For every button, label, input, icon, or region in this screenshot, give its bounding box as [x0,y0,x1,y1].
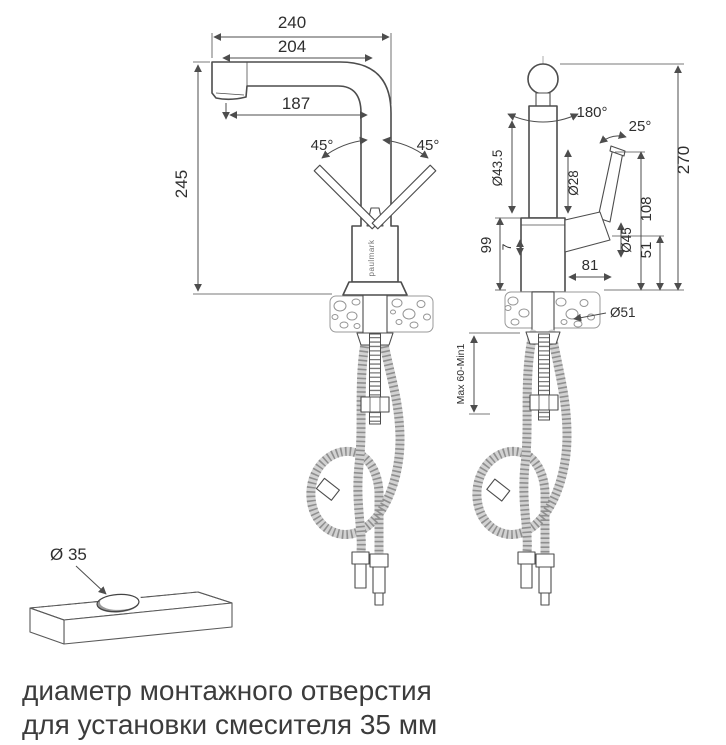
swivel-arc [507,113,579,123]
hole-detail-drawing: Ø 35 [29,545,233,645]
dia-51-label: Ø51 [610,305,636,320]
faucet-body-outline [211,61,399,283]
dia-35-label: Ø 35 [50,545,87,564]
caption-line-2: для установки смесителя 35 мм [22,709,438,740]
dim-240-label: 240 [278,13,306,32]
dim-245-label: 245 [172,170,191,198]
handle-lever-front [597,147,624,223]
handle-lever-cap [609,145,626,157]
hose-fitting-nut-right [535,553,555,568]
hose-fitting-nut-right-2 [517,551,536,565]
dim-270-label: 270 [674,146,693,174]
mixer-body-front [520,217,566,293]
hoses-left [306,328,405,606]
left-view-drawing: 240 204 245 187 45° [172,13,440,606]
dia-45-label: Ø45 [619,227,634,253]
angle-45-left-label: 45° [311,137,334,154]
dim-99-label: 99 [478,237,495,254]
hole-leader-line [75,565,107,595]
hose-side-fitting-left [315,477,340,501]
dim-81-label: 81 [582,257,599,274]
spout-column [528,105,558,219]
hose-fitting-nut-left [369,553,389,568]
dim-51-label: 51 [638,242,655,259]
angle-45-right-label: 45° [417,137,440,154]
mounting-hole [96,592,142,613]
mounting-nut-right [529,394,559,411]
spout-ball-top [527,63,559,95]
handle-boss [564,211,611,253]
base-flange-left [342,281,408,296]
faucet-technical-drawing: 240 204 245 187 45° [29,13,693,645]
hose-fitting-nut-left-2 [351,551,370,565]
mounting-nut-left [360,396,390,413]
caption-line-1: диаметр монтажного отверстия [22,675,432,706]
aerator-line [215,92,245,96]
right-view-drawing: 180° 25° Ø43.5 Ø28 Ø45 99 7 [455,56,693,606]
dim-108-label: 108 [638,196,655,221]
dia-43-5-label: Ø43.5 [490,150,505,187]
dim-7-label: 7 [500,243,514,250]
hose-side-fitting-right [486,478,511,502]
handle-arc-right [382,136,429,159]
mounting-stem-left [362,294,388,334]
hose-loop-left [306,332,405,554]
hose-straight-right [519,333,538,553]
handle-arc-25 [599,131,627,144]
angle-25-label: 25° [629,118,652,135]
spout-neck [535,92,551,107]
handle-arc-left [321,136,368,159]
brand-logo-text: paulmark [367,239,376,276]
mounting-range-label: Max 60-Min1 [455,344,467,405]
mounting-stem-right [531,291,555,333]
dim-204-label: 204 [278,37,306,56]
angle-180-label: 180° [576,104,607,121]
hoses-right [472,329,572,606]
handle-lever-right [371,164,437,230]
caption-text: диаметр монтажного отверстия для установ… [22,674,712,742]
dim-187-label: 187 [282,94,310,113]
dia-28-label: Ø28 [566,170,581,196]
